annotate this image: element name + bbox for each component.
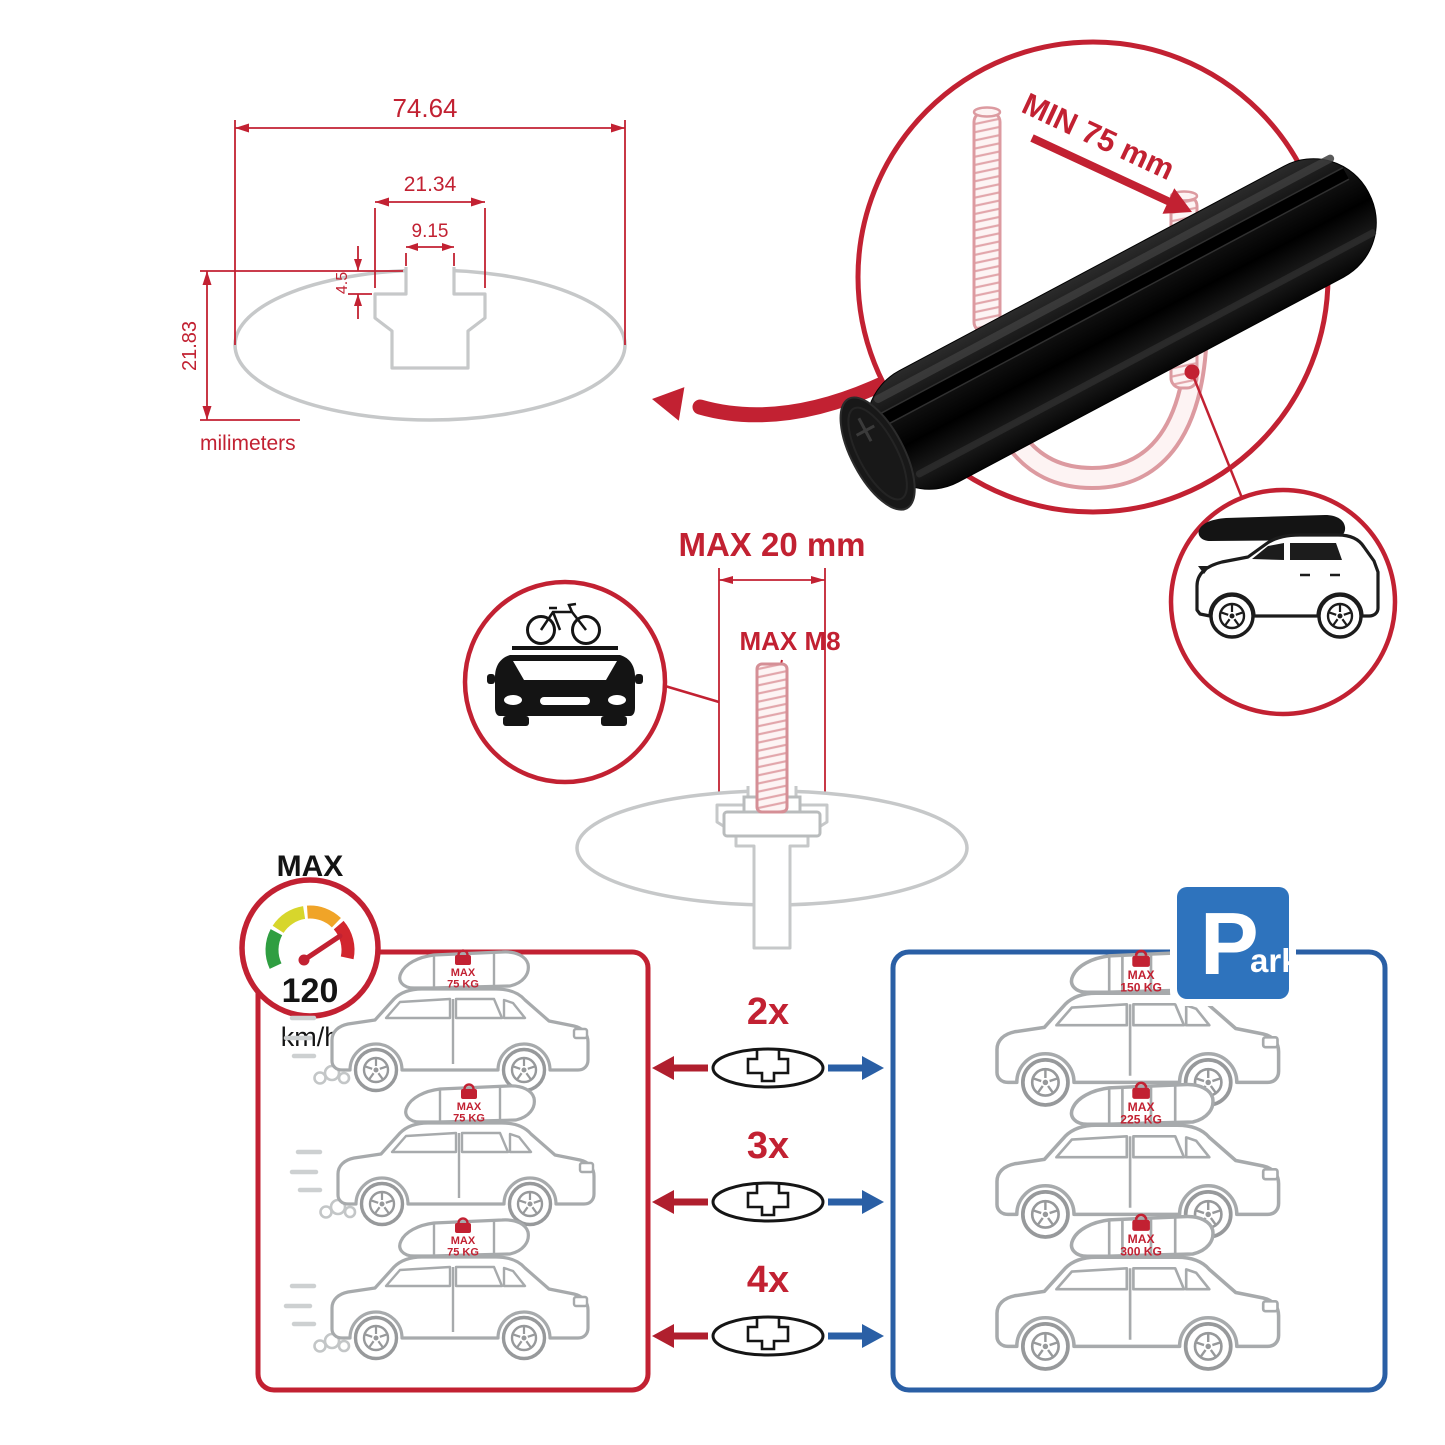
- t-nut: [722, 810, 822, 838]
- multiplier-row-3: 4x: [652, 1259, 884, 1357]
- leader-line-to-car: [1192, 377, 1244, 499]
- roof-load-max: MAX: [457, 1101, 482, 1113]
- multiplier-label: 4x: [747, 1259, 789, 1301]
- dim-total-width-value: 74.64: [392, 93, 457, 123]
- roof-load-value: 75 KG: [447, 979, 479, 991]
- parked-cars: MAX 150 KG MAX 225 KG MAX 300 KG: [997, 949, 1279, 1369]
- car-with-roofbox-icon: [1195, 515, 1380, 639]
- bolt-dim-lines: [718, 568, 826, 800]
- speed-gauge: MAX 120 km/h: [239, 850, 381, 1052]
- dim-slot-inner-width: 9.15: [405, 221, 455, 266]
- driving-car-1: MAX 75 KG: [286, 949, 588, 1091]
- park-sign-ark: ark: [1250, 942, 1300, 979]
- roof-load-value: 75 KG: [447, 1247, 479, 1259]
- dim-total-height: 21.83: [179, 270, 403, 421]
- driving-cars: MAX 75 KG MAX 75 KG MAX 75 KG: [286, 949, 594, 1359]
- roof-load-max: MAX: [1128, 1232, 1155, 1246]
- multiplier-row-2: 3x: [652, 1125, 884, 1223]
- roof-load-max: MAX: [451, 1235, 476, 1247]
- bike-car-circle: [462, 579, 720, 785]
- right-arrow-icon: [862, 1056, 884, 1080]
- right-arrow-icon: [862, 1324, 884, 1348]
- crossbar-t-slot: [373, 267, 487, 370]
- driving-car-2: MAX 75 KG: [292, 1083, 594, 1225]
- crossbar-profile-icon: [711, 1315, 825, 1357]
- parking-sign-icon: P ark: [1170, 880, 1300, 1006]
- roof-load-value: 225 KG: [1120, 1113, 1162, 1127]
- right-arrow-icon: [862, 1190, 884, 1214]
- roofbox-car-circle: [1168, 487, 1398, 717]
- multiplier-row-1: 2x: [652, 991, 884, 1089]
- park-sign-p: P: [1200, 894, 1259, 993]
- pointer-arrow-to-cross-section: [652, 377, 888, 423]
- multiplier-column: 2x 3x 4x: [652, 991, 884, 1357]
- car-with-bike-icon: [487, 602, 643, 726]
- crossbar-profile-icon: [711, 1047, 825, 1089]
- multiplier-label: 3x: [747, 1125, 789, 1167]
- driving-car-3: MAX 75 KG: [286, 1217, 588, 1359]
- roof-load-max: MAX: [451, 967, 476, 979]
- crossbar-profile-icon: [711, 1181, 825, 1223]
- max-bolt-length-label: MAX 20 mm: [678, 526, 865, 563]
- parked-car-2: MAX 225 KG: [997, 1081, 1279, 1237]
- units-label: milimeters: [200, 432, 296, 455]
- roof-load-value: 75 KG: [453, 1113, 485, 1125]
- parked-car-3: MAX 300 KG: [997, 1213, 1279, 1369]
- dim-total-width: 74.64: [234, 93, 626, 345]
- roof-load-value: 300 KG: [1120, 1245, 1162, 1259]
- crossbar-end-cap: [839, 396, 916, 511]
- dim-slot-inner-value: 9.15: [412, 221, 449, 242]
- max-thread-label: MAX M8: [739, 626, 840, 656]
- bolt-spec: MAX 20 mm MAX M8: [575, 526, 969, 950]
- dim-lip-depth-value: 4.5: [334, 272, 351, 294]
- bike-circle-leader: [664, 684, 720, 704]
- parked-car-1: MAX 150 KG: [997, 949, 1279, 1105]
- threaded-bolt: [755, 662, 789, 814]
- roof-load-value: 150 KG: [1120, 981, 1162, 995]
- crossbar-3d: [839, 154, 1377, 511]
- dim-slot-outer-value: 21.34: [404, 173, 457, 196]
- dim-lip-depth: 4.5: [334, 246, 372, 319]
- dim-total-height-value: 21.83: [179, 321, 201, 371]
- multiplier-label: 2x: [747, 991, 789, 1033]
- bar-detail-circle: MIN 75 mm: [839, 39, 1377, 515]
- left-arrow-icon: [652, 1190, 674, 1214]
- cross-section-drawing: 74.64 21.34 9.15 4.5: [179, 93, 627, 455]
- left-arrow-icon: [652, 1056, 674, 1080]
- gauge-speed-value: 120: [282, 972, 339, 1010]
- dim-slot-outer-width: 21.34: [374, 173, 486, 288]
- left-arrow-icon: [652, 1324, 674, 1348]
- leader-dot: [1184, 364, 1200, 380]
- roof-load-max: MAX: [1128, 968, 1155, 982]
- roof-load-max: MAX: [1128, 1100, 1155, 1114]
